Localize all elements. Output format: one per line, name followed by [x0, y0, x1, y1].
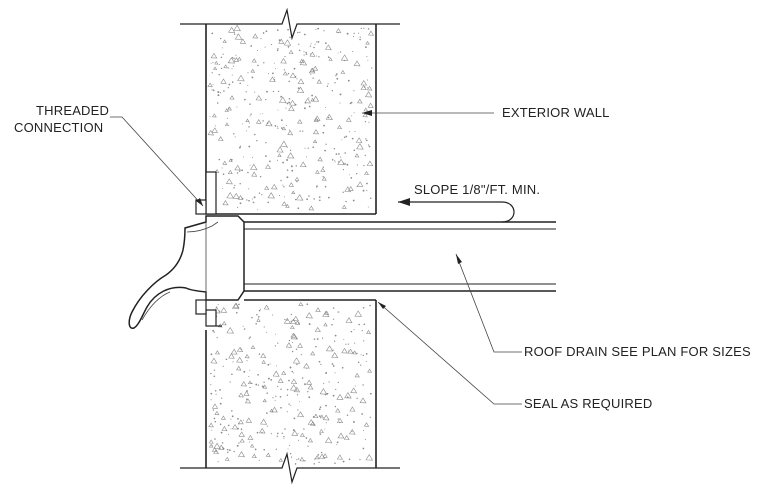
- roof-drain-label: ROOF DRAIN SEE PLAN FOR SIZES: [524, 344, 751, 359]
- break-line-bottom: [180, 451, 400, 485]
- leader-lines: [110, 110, 522, 405]
- threaded-connection: [195, 171, 222, 327]
- slope-label: SLOPE 1/8"/FT. MIN.: [414, 182, 540, 197]
- concrete-stipple-lower: [208, 301, 374, 465]
- seal-label: SEAL AS REQUIRED: [524, 396, 652, 411]
- exterior-wall-label: EXTERIOR WALL: [502, 105, 610, 120]
- break-line-top: [180, 7, 400, 41]
- slope-indicator: [398, 198, 515, 223]
- exterior-wall-upper: [180, 7, 400, 215]
- drain-spout: [128, 215, 245, 329]
- exterior-wall-lower: [180, 299, 400, 485]
- concrete-stipple-upper: [207, 24, 375, 211]
- drain-pipe: [244, 221, 556, 292]
- threaded-connection-label-line2: CONNECTION: [14, 120, 103, 135]
- threaded-connection-label-line1: THREADED: [36, 103, 109, 118]
